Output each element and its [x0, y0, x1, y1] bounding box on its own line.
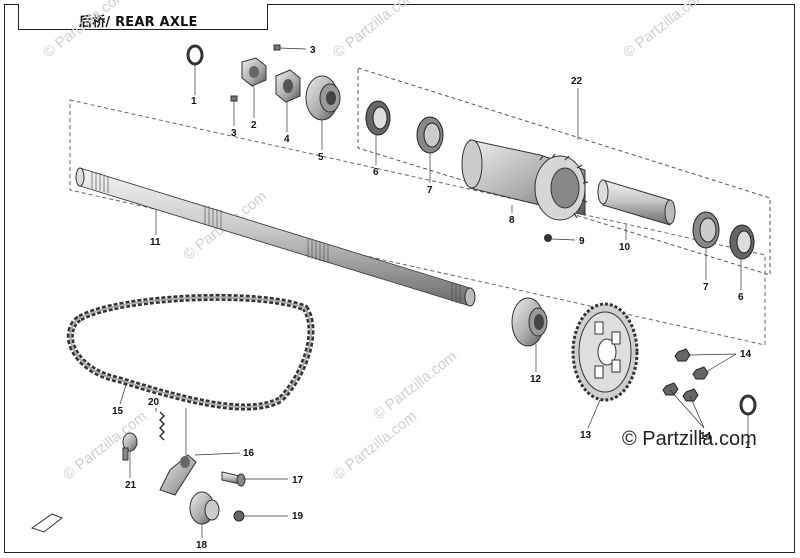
- callout-labels: 1 2 3 3 4 5 6 7 8 9 10 7 6 22 11 12 13 1…: [112, 45, 752, 551]
- copyright-text: © Partzilla.com: [622, 428, 757, 450]
- callout-9: 9: [579, 236, 585, 247]
- callout-3: 3: [231, 128, 237, 139]
- title-box: 后桥/ REAR AXLE: [18, 4, 268, 30]
- axle-housing-8: [461, 139, 589, 221]
- callout-6: 6: [373, 167, 379, 178]
- assembly-box-22: [357, 67, 771, 276]
- callout-8: 8: [509, 215, 515, 226]
- rear-axle-shaft: [75, 167, 476, 307]
- oil-seal-6: [365, 100, 391, 136]
- diagram-title: 后桥/ REAR AXLE: [79, 15, 198, 30]
- callout-19: 19: [292, 511, 304, 522]
- tensioner-roller-18: [189, 491, 220, 525]
- set-pin-3: [273, 44, 281, 51]
- rear-sprocket-13: [571, 302, 639, 402]
- callout-2: 2: [251, 120, 257, 131]
- callout-7: 7: [703, 282, 709, 293]
- sprocket-hub-12: [511, 297, 548, 347]
- front-direction-arrow: [30, 513, 63, 533]
- set-pin-3b: [230, 95, 238, 102]
- callout-1: 1: [745, 440, 751, 451]
- callout-21: 21: [125, 480, 137, 491]
- nut-19: [233, 510, 245, 522]
- bearing-7b: [692, 211, 720, 249]
- callout-11: 11: [150, 237, 161, 248]
- drive-chain-15: [67, 293, 315, 411]
- callout-14: 14: [740, 349, 752, 360]
- grease-fitting-9: [544, 234, 552, 242]
- chain-tensioner-arm-16: [159, 454, 197, 496]
- spacer-tube-10: [597, 179, 676, 226]
- callout-3: 3: [310, 45, 316, 56]
- callout-13: 13: [580, 430, 592, 441]
- callout-14: 14: [700, 431, 712, 442]
- callout-17: 17: [292, 475, 304, 486]
- oil-seal-6b: [729, 224, 755, 260]
- callout-6: 6: [738, 292, 744, 303]
- sprocket-bolts-14: [662, 348, 709, 402]
- callout-4: 4: [284, 134, 290, 145]
- callout-5: 5: [318, 152, 324, 163]
- callout-7: 7: [427, 185, 433, 196]
- circlip-1b: [739, 394, 757, 416]
- bearing-7: [416, 116, 444, 154]
- callout-18: 18: [196, 540, 208, 551]
- callout-12: 12: [530, 374, 542, 385]
- callout-22: 22: [571, 76, 583, 87]
- callout-15: 15: [112, 406, 124, 417]
- hub-flange-5: [305, 75, 341, 121]
- leader-lines: [119, 47, 749, 538]
- callout-10: 10: [619, 242, 631, 253]
- tensioner-spring-20: [158, 411, 166, 441]
- diagram-border: [4, 4, 795, 553]
- callout-16: 16: [243, 448, 255, 459]
- callout-20: 20: [148, 397, 160, 408]
- callout-1: 1: [191, 96, 197, 107]
- circlip-1: [186, 44, 204, 66]
- tensioner-bolt-17: [221, 471, 246, 487]
